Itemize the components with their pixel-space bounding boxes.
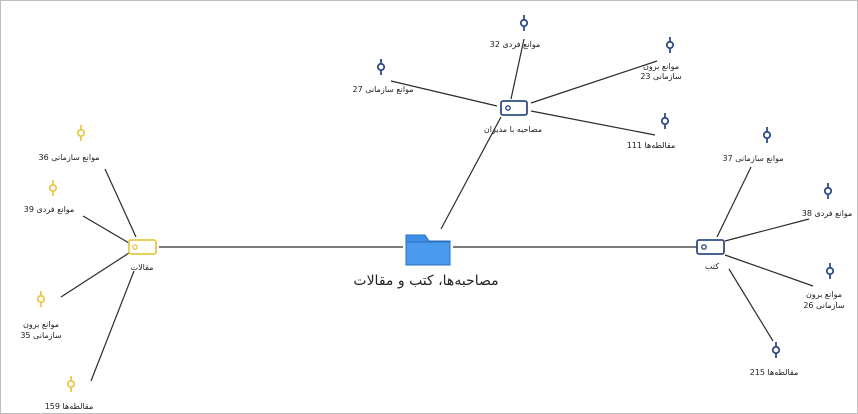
leaf-b1[interactable]: موانع سازمانی 37 xyxy=(722,126,784,163)
edge-interviews-i3 xyxy=(390,80,498,107)
edge-interviews-i2 xyxy=(530,60,658,104)
central-node[interactable]: مصاحبه‌ها، کتب و مقالات xyxy=(353,234,499,289)
leaf-label: موانع سازمانی 27 xyxy=(352,85,413,94)
tag-icon xyxy=(696,239,725,255)
pin-icon xyxy=(48,179,58,197)
edge-books-b3 xyxy=(724,254,814,287)
edge-articles-a1 xyxy=(104,168,137,238)
edge-interviews-i4 xyxy=(530,110,656,136)
pin-icon xyxy=(762,126,772,144)
edge-articles-a3 xyxy=(60,252,130,298)
leaf-a4[interactable]: مقالطه‌ها 159 xyxy=(45,375,94,411)
tag-icon xyxy=(128,239,157,255)
pin-icon xyxy=(825,262,835,280)
leaf-i1[interactable]: موانع فردی 32 xyxy=(490,14,540,49)
leaf-a3[interactable]: موانع برون سازمانی 35 xyxy=(20,290,62,340)
pin-icon xyxy=(376,58,386,76)
leaf-label: سازمانی 26 xyxy=(803,301,845,310)
edge-center-interviews xyxy=(440,116,502,230)
edge-books-b2 xyxy=(724,218,810,242)
edge-articles-a4 xyxy=(90,270,135,382)
pin-icon xyxy=(823,182,833,200)
leaf-label: موانع برون xyxy=(23,320,59,329)
leaf-label: مقالطه‌ها 111 xyxy=(627,141,676,150)
pin-icon xyxy=(66,375,76,393)
leaf-i3[interactable]: موانع سازمانی 27 xyxy=(352,58,414,94)
tag-icon xyxy=(500,100,528,116)
edge-interviews-i1 xyxy=(510,38,525,100)
leaf-label: موانع فردی 38 xyxy=(802,209,852,218)
leaf-label: مقالطه‌ها 159 xyxy=(45,402,94,411)
hub-books[interactable]: کتب xyxy=(696,239,725,271)
leaf-b4[interactable]: مقالطه‌ها 215 xyxy=(750,341,799,377)
hub-label: مصاحبه با مدیران xyxy=(484,125,542,134)
folder-icon xyxy=(405,234,451,266)
leaf-label: سازمانی 23 xyxy=(640,72,682,81)
hub-label: مقالات xyxy=(131,263,154,272)
leaf-label: موانع فردی 39 xyxy=(24,205,74,214)
hub-label: کتب xyxy=(705,262,719,271)
connectors xyxy=(60,38,814,382)
edge-books-b1 xyxy=(716,166,752,238)
edge-books-b4 xyxy=(728,268,774,342)
leaf-label: موانع برون xyxy=(806,290,842,299)
leaf-i2[interactable]: موانع برون سازمانی 23 xyxy=(640,36,682,81)
pin-icon xyxy=(660,112,670,130)
leaf-a1[interactable]: موانع سازمانی 36 xyxy=(38,124,100,162)
leaf-a2[interactable]: موانع فردی 39 xyxy=(24,179,74,214)
pin-icon xyxy=(771,341,781,359)
leaf-i4[interactable]: مقالطه‌ها 111 xyxy=(627,112,676,150)
pin-icon xyxy=(665,36,675,54)
leaf-label: موانع فردی 32 xyxy=(490,40,540,49)
leaf-label: موانع برون xyxy=(643,62,679,71)
pin-icon xyxy=(519,14,529,32)
leaf-label: سازمانی 35 xyxy=(20,331,62,340)
leaf-label: موانع سازمانی 36 xyxy=(38,153,99,162)
edge-articles-a2 xyxy=(82,215,130,244)
hub-interviews[interactable]: مصاحبه با مدیران xyxy=(484,100,542,134)
central-label: مصاحبه‌ها، کتب و مقالات xyxy=(353,273,498,289)
leaf-label: موانع سازمانی 37 xyxy=(722,154,783,163)
pin-icon xyxy=(76,124,86,142)
leaf-label: مقالطه‌ها 215 xyxy=(750,368,799,377)
hub-articles[interactable]: مقالات xyxy=(128,239,157,272)
leaf-b2[interactable]: موانع فردی 38 xyxy=(802,182,852,218)
leaf-b3[interactable]: موانع برون سازمانی 26 xyxy=(803,262,845,310)
pin-icon xyxy=(36,290,46,308)
